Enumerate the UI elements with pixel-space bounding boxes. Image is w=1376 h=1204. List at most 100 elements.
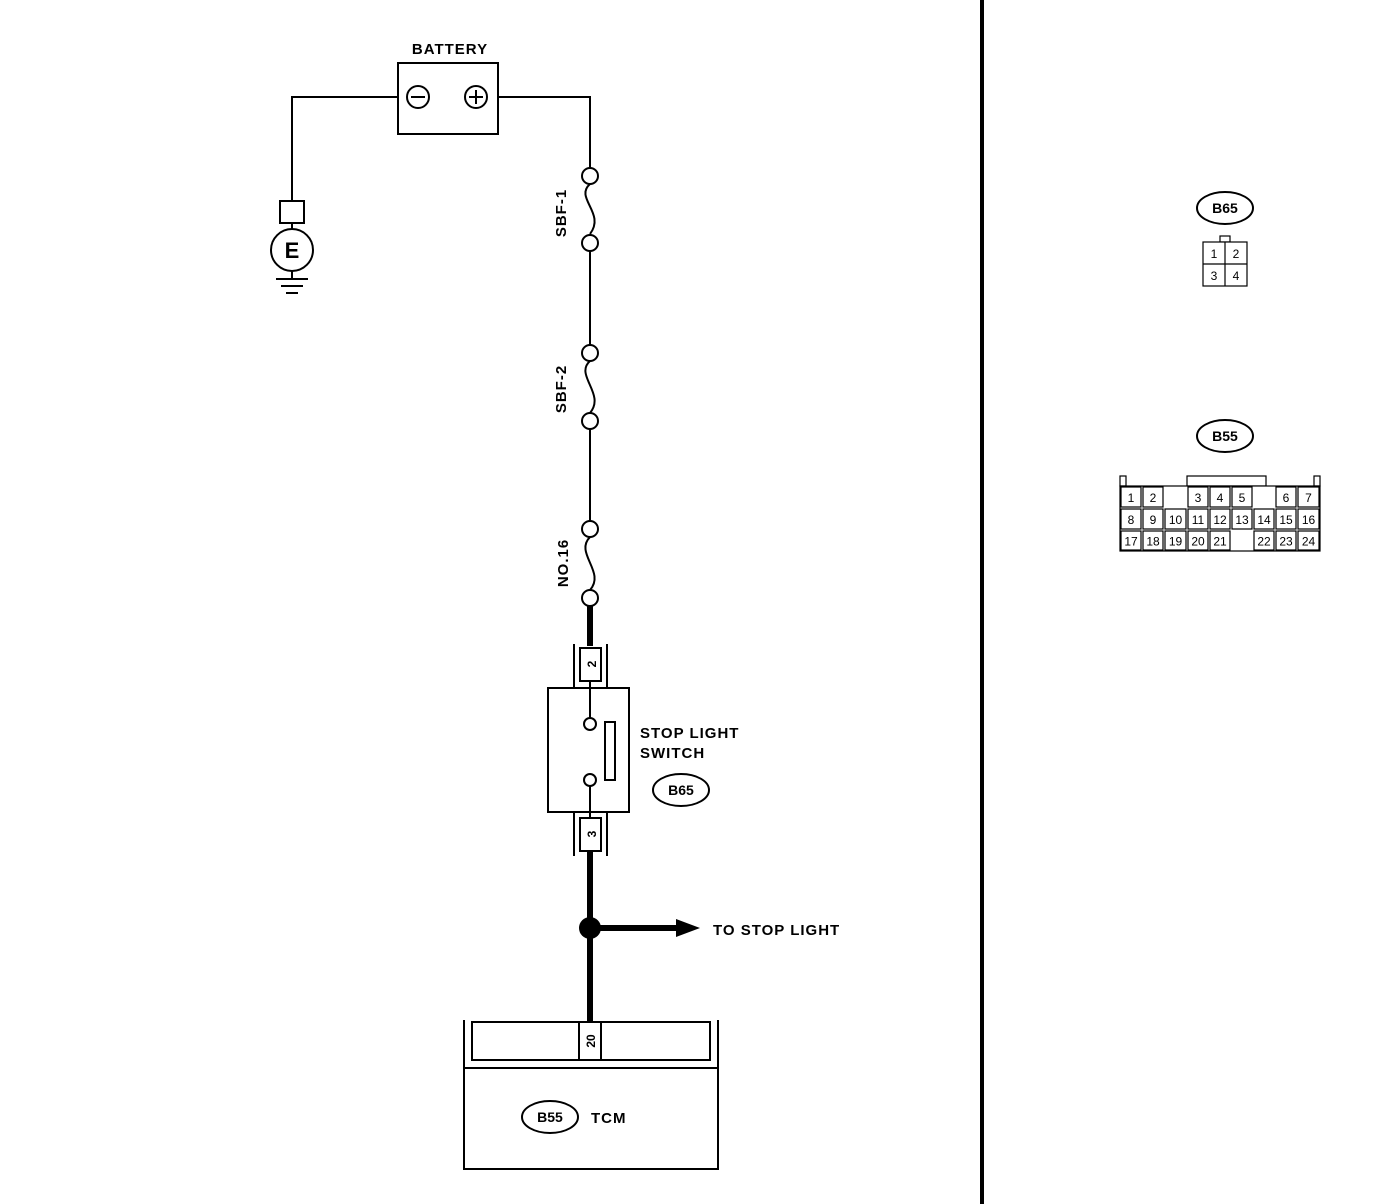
- ground-label: E: [285, 238, 300, 263]
- b65-pin-1: 1: [1211, 247, 1218, 261]
- b55-pin-label: 5: [1239, 491, 1246, 505]
- b55-pin-cell: [1187, 508, 1209, 530]
- b65-pin-4: 4: [1233, 269, 1240, 283]
- switch-contact-icon: [604, 721, 616, 781]
- arrow-right-icon: [676, 919, 700, 937]
- fuse-no-16: NO.16: [555, 520, 599, 607]
- b55-pin-cell: [1142, 508, 1164, 530]
- b55-pin-cell: [1231, 508, 1253, 530]
- fuse-icon: [584, 183, 596, 235]
- b55-pin-label: 8: [1128, 513, 1135, 527]
- switch-pin-2-connector: 2: [573, 644, 608, 688]
- b55-pin-cell: [1209, 508, 1231, 530]
- fuse-sbf-1: SBF-1: [553, 167, 599, 252]
- b55-pin-label: 4: [1217, 491, 1224, 505]
- b55-pin-label: 15: [1279, 513, 1293, 527]
- b55-pin-cell: [1120, 486, 1142, 508]
- switch-body: [547, 687, 630, 813]
- b55-pin-cell: [1297, 486, 1320, 508]
- b55-pin-cell: [1164, 508, 1187, 530]
- switch-label-line1: STOP LIGHT: [640, 725, 739, 742]
- stop-light-switch: 2 3 STOP LIGHT SWITCH B65: [547, 644, 739, 856]
- b55-pin-label: 7: [1305, 491, 1312, 505]
- b55-pin-label: 14: [1257, 513, 1271, 527]
- b65-connector-badge-label: B65: [668, 782, 694, 798]
- b65-view-label: B65: [1212, 200, 1238, 216]
- b55-pin-cell: [1142, 486, 1164, 508]
- tcm-pin-20-label: 20: [584, 1034, 598, 1048]
- b65-connector-badge: [652, 773, 710, 807]
- b55-pin-cell: [1187, 530, 1209, 551]
- b55-pin-cell: [1120, 530, 1142, 551]
- negative-terminal-icon: [406, 85, 430, 109]
- b55-pin-cell: [1142, 530, 1164, 551]
- tcm-body: [463, 1067, 719, 1170]
- switch-pin-3-label: 3: [585, 830, 599, 837]
- ground-connector-block: [279, 200, 305, 224]
- battery-positive-wire: [498, 96, 591, 168]
- b65-pin-3: 3: [1211, 269, 1218, 283]
- b55-pin-label: 9: [1150, 513, 1157, 527]
- tcm: 20 B55 TCM: [463, 1020, 719, 1170]
- b55-view-label: B55: [1212, 428, 1238, 444]
- b55-pin-cell: [1275, 530, 1297, 551]
- fuse-sbf-1-label: SBF-1: [553, 189, 570, 237]
- b65-view-badge: [1196, 191, 1254, 225]
- b55-pin-cell: [1187, 486, 1209, 508]
- tcm-label: TCM: [591, 1110, 627, 1127]
- b55-pin-cell: [1297, 508, 1320, 530]
- fuse-sbf-2-label: SBF-2: [553, 365, 570, 413]
- b55-pin-label: 20: [1191, 535, 1205, 549]
- positive-terminal-icon: [464, 85, 488, 109]
- tcm-pin-20-cell: [578, 1021, 602, 1061]
- ground-wire: [291, 96, 398, 201]
- b55-pin-cell: [1253, 530, 1275, 551]
- b55-pin-label: 1: [1128, 491, 1135, 505]
- b55-pin-label: 17: [1124, 535, 1138, 549]
- b55-pin-label: 18: [1146, 535, 1160, 549]
- fuse-icon: [584, 360, 596, 414]
- ground-terminal: E: [270, 200, 314, 294]
- battery-label: BATTERY: [412, 41, 488, 58]
- b55-pin-label: 6: [1283, 491, 1290, 505]
- b65-pin-2: 2: [1233, 247, 1240, 261]
- b55-pin-label: 23: [1279, 535, 1293, 549]
- b55-pin-cell: [1253, 508, 1275, 530]
- switch-pin-3-connector: 3: [573, 812, 608, 856]
- b55-pin-cell: [1120, 508, 1142, 530]
- b55-pin-cell: [1297, 530, 1320, 551]
- b55-pin-label: 24: [1302, 535, 1316, 549]
- switch-label-line2: SWITCH: [640, 745, 705, 762]
- b55-pin-label: 10: [1169, 513, 1183, 527]
- fuse-sbf-2: SBF-2: [553, 344, 599, 430]
- battery-body: [397, 62, 499, 135]
- b55-connector-badge-label: B55: [537, 1109, 563, 1125]
- to-stop-light-label: TO STOP LIGHT: [713, 922, 840, 939]
- battery: BATTERY: [397, 41, 499, 135]
- b55-pin-cell: [1164, 530, 1187, 551]
- b55-pin-cell: [1231, 486, 1253, 508]
- b55-view-badge: [1196, 419, 1254, 453]
- b55-pin-label: 13: [1235, 513, 1249, 527]
- b55-connector-badge: [521, 1100, 579, 1134]
- b55-pin-label: 16: [1302, 513, 1316, 527]
- b55-pin-label: 2: [1150, 491, 1157, 505]
- b65-latch: [1219, 235, 1231, 243]
- b55-pin-label: 11: [1192, 513, 1205, 527]
- b55-pin-cell: [1209, 530, 1231, 551]
- ground-icon: [276, 271, 308, 294]
- b65-connector-view: B65 1 2 3 4: [1196, 191, 1254, 287]
- b55-pin-cell: [1275, 508, 1297, 530]
- stop-light-junction: TO STOP LIGHT: [579, 917, 840, 939]
- fuse-no-16-label: NO.16: [555, 539, 572, 587]
- b55-pin-label: 12: [1213, 513, 1227, 527]
- b55-pin-cell: [1209, 486, 1231, 508]
- b55-pin-label: 3: [1195, 491, 1202, 505]
- b55-pin-label: 22: [1257, 535, 1271, 549]
- b55-pin-label: 21: [1213, 535, 1227, 549]
- switch-pin-2-label: 2: [585, 660, 599, 667]
- fuse-icon: [584, 536, 596, 591]
